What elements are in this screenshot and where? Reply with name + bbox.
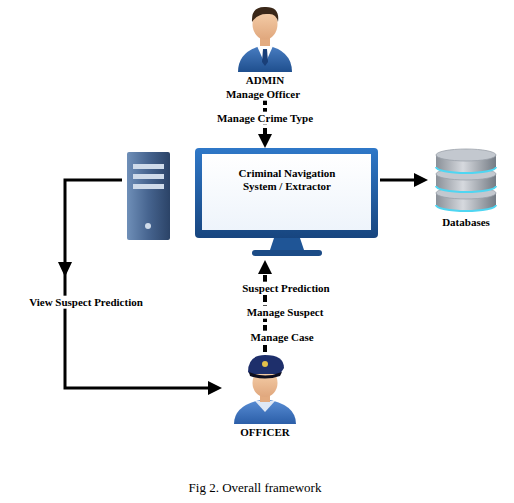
flow-label: Manage Case: [248, 331, 315, 344]
server-button: [145, 223, 151, 229]
cap-brim: [249, 372, 282, 379]
edge-label: Suspect Prediction: [240, 282, 332, 295]
node-label: Databases: [442, 216, 490, 229]
edge-label: View Suspect Prediction: [27, 296, 145, 309]
node-label: ADMIN: [246, 74, 285, 87]
monitor-base: [252, 250, 322, 256]
flow-label: Manage Crime Type: [215, 112, 315, 125]
node-label: OFFICER: [240, 426, 290, 439]
flow-label: Manage Suspect: [245, 306, 326, 319]
uniform-body: [234, 399, 296, 424]
system-monitor: Criminal Navigation System / Extractor: [122, 148, 380, 260]
admin-actor: ADMIN: [232, 0, 298, 88]
monitor-screen: [202, 154, 371, 230]
database-ring: [436, 186, 496, 192]
database-top: [436, 149, 496, 161]
police-cap: [248, 355, 284, 374]
flow-connector: [380, 179, 418, 182]
figure-caption: Fig 2. Overall framework: [189, 480, 322, 496]
cap-badge: [262, 361, 268, 367]
node-label: Criminal Navigation System / Extractor: [226, 167, 348, 192]
database-store: Databases: [428, 145, 504, 229]
officer-actor: OFFICER: [222, 352, 308, 440]
hair: [252, 7, 278, 22]
database-ring: [436, 205, 496, 211]
server-tower: [127, 152, 170, 240]
server-slot: [133, 174, 164, 179]
monitor-frame: [195, 148, 378, 238]
node-shape: [122, 148, 380, 260]
edge-label: Manage Officer: [224, 88, 302, 101]
uniform-collar: [255, 401, 275, 412]
monitor-neck: [270, 238, 304, 250]
suit-body: [238, 45, 292, 72]
database-ring: [436, 167, 496, 173]
server-slot: [133, 184, 164, 189]
tie: [262, 49, 268, 66]
server-slot: [133, 164, 164, 169]
